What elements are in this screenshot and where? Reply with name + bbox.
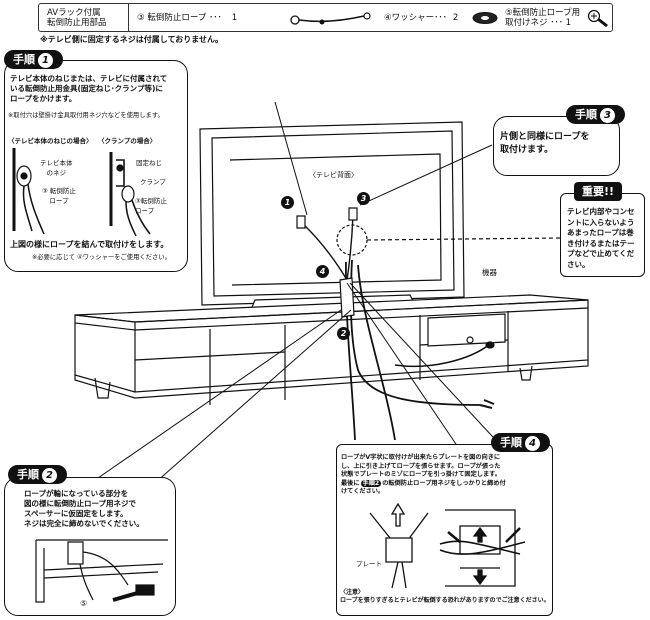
- step3-desc-line: 取付けます。: [500, 145, 554, 155]
- important-tag: 重要!!: [574, 182, 623, 201]
- bullet-4: 4: [316, 265, 329, 278]
- step1-tag-number: 1: [38, 53, 53, 68]
- device-label: 機器: [482, 268, 497, 277]
- label-rope-b-line: ロープ: [135, 207, 155, 215]
- parts-bar-label: AVラック付属 転倒防止用部品: [47, 4, 127, 31]
- step3-tag-number: 3: [600, 108, 615, 123]
- step1-tag-label: 手順: [13, 53, 35, 66]
- parts-separator: [128, 4, 129, 31]
- step4-caution-title: 〈注意〉: [340, 589, 365, 596]
- step4-caution-text: ロープを張りすぎるとテレビが転倒する恐れがありますのでご注意ください。: [340, 597, 550, 604]
- step1-panel: [4, 60, 188, 272]
- step4-tag-number: 4: [525, 436, 540, 451]
- step2-desc-line: 図の様に転倒防止ロープ用ネジで: [24, 499, 137, 508]
- bullet-3: 3: [357, 192, 370, 205]
- important-desc-line: ントに入らないよう: [567, 217, 635, 227]
- washer-part-icon: [472, 12, 498, 24]
- step1-description: テレビ本体のねじまたは、テレビに付属されて いる転倒防止用金具(固定ねじ･クラン…: [10, 74, 185, 104]
- step2-illustration: [35, 539, 168, 603]
- note-screw-not-included: ※テレビ側に固定するネジは付属しておりません。: [40, 35, 224, 44]
- label-rope-a-line: ロープ: [49, 197, 69, 205]
- part-item-rope: ③ 転倒防止ロープ ･･･ 1: [137, 4, 237, 31]
- important-desc-line: き付けるまたはテー: [567, 238, 635, 248]
- step1-illustration: [12, 148, 151, 236]
- step4-description: ロープがV字状に取付けが出来たらプレートを図の向きに し、上に引き上げてロープを…: [341, 454, 551, 497]
- part-item-rope-label: ③ 転倒防止ロープ ･･･: [137, 12, 222, 23]
- step1-label-clamp: クランプ: [140, 178, 166, 186]
- step2-desc-line: ネジは完全に締めないでください。: [24, 519, 144, 528]
- step1-note: ※取付穴は壁掛け金具取付用ネジ穴などを使用します。: [8, 112, 164, 119]
- step2-tag-label: 手順: [17, 468, 39, 481]
- part-item-rope-qty: 1: [231, 12, 238, 23]
- step4-desc-line: 状態でプレートのミゾにロープを引っ掛けて固定します。: [341, 471, 501, 478]
- step4-label-plate: プレート: [356, 560, 382, 568]
- step2-label-5: ⑤: [80, 599, 88, 608]
- step1-label-fix-screw: 固定ねじ: [136, 159, 162, 167]
- label-tv-screw-line: テレビ本体: [40, 159, 73, 167]
- step1-label-rope-b: ③転倒防止 ロープ: [135, 196, 167, 216]
- part-item-washer-qty: 2: [452, 12, 459, 23]
- part-item-washer-label: ④ワッシャー･･･: [384, 12, 447, 23]
- bullet-2: 2: [337, 327, 350, 340]
- part-item-screw: ⑤転倒防止ロープ用 取付けネジ ･･･ 1: [505, 4, 580, 31]
- label-rope-b-line: ③転倒防止: [135, 197, 167, 205]
- rope-part-icon: [290, 12, 371, 25]
- important-description: テレビ内部やコンセ ントに入らないよう あまったロープは巻 き付けるまたはテー …: [567, 207, 635, 270]
- step1-desc-line: テレビ本体のねじまたは、テレビに付属されて: [10, 74, 168, 83]
- step3-tag-label: 手順: [575, 108, 597, 121]
- label-rope-a-line: ③ 転倒防止: [42, 187, 76, 195]
- step1-case-clamp-title: 〈クランプの場合〉: [98, 137, 157, 145]
- step2-desc-line: ロープが輪になっている部分を: [24, 489, 129, 498]
- parts-bar: AVラック付属 転倒防止用部品 ③ 転倒防止ロープ ･･･ 1 ④ワッシャー･･…: [38, 3, 613, 32]
- step4-inline-tag: 手順2: [360, 479, 382, 487]
- important-desc-line: あまったロープは巻: [567, 228, 634, 237]
- step3-description: 片側と同様にロープを 取付けます。: [500, 131, 589, 157]
- parts-bar-label-line2: 転倒防止用部品: [47, 17, 107, 28]
- step1-footer: 上図の様にロープを結んで取付けをします。: [10, 240, 169, 249]
- part-item-screw-label-line2: 取付けネジ ･･･ 1: [505, 17, 572, 28]
- label-tv-screw-line: のネジ: [46, 169, 67, 177]
- step4-desc-line: ロープがV字状に取付けが出来たらプレートを図の向きに: [341, 454, 501, 461]
- tv-back-label: 〈テレビ背面〉: [309, 171, 358, 179]
- step1-label-rope-a: ③ 転倒防止 ロープ: [42, 186, 76, 206]
- step4-desc-line: し、上に引き上げてロープを張らせます。ロープが張った: [341, 462, 501, 470]
- step4-desc-line: 最後に: [341, 479, 360, 487]
- important-desc-line: テレビ内部やコンセ: [567, 207, 635, 216]
- step2-desc-line: スペーサーに仮固定をします。: [24, 509, 128, 518]
- step2-description: ロープが輪になっている部分を 図の様に転倒防止ロープ用ネジで スペーサーに仮固定…: [24, 489, 144, 529]
- part-item-washer: ④ワッシャー･･･ 2: [384, 4, 458, 31]
- step4-desc-line: けてください。: [341, 488, 385, 495]
- part-item-screw-label-line1: ⑤転倒防止ロープ用: [505, 7, 581, 18]
- step1-case-screw-title: 〈テレビ本体のねじの場合〉: [8, 137, 93, 145]
- step3-panel: [493, 116, 620, 176]
- step3-desc-line: 片側と同様にロープを: [500, 132, 590, 142]
- step4-panel: [336, 444, 553, 616]
- step1-footer-note: ※必要に応じて ④ワッシャーをご使用ください。: [32, 254, 171, 261]
- screw-part-icon: [587, 9, 608, 28]
- step1-desc-line: いる転倒防止用金具(固定ねじ･クランプ等)に: [10, 84, 163, 93]
- important-desc-line: プなどで止めてくだ: [567, 249, 635, 258]
- step4-illustration: [369, 502, 526, 589]
- parts-bar-label-line1: AVラック付属: [47, 7, 101, 18]
- step1-label-tv-screw: テレビ本体 のネジ: [40, 158, 73, 178]
- bullet-1: 1: [281, 196, 294, 209]
- step2-tag-number: 2: [42, 468, 57, 483]
- step4-desc-line: の転倒防止ロープ用ネジをしっかりと締め付: [382, 479, 506, 487]
- important-desc-line: さい。: [567, 259, 590, 269]
- step4-caution: 〈注意〉 ロープを張りすぎるとテレビが転倒する恐れがありますのでご注意ください。: [340, 589, 550, 605]
- step4-tag-label: 手順: [500, 436, 522, 449]
- step1-desc-line: ロープをかけます。: [10, 94, 77, 103]
